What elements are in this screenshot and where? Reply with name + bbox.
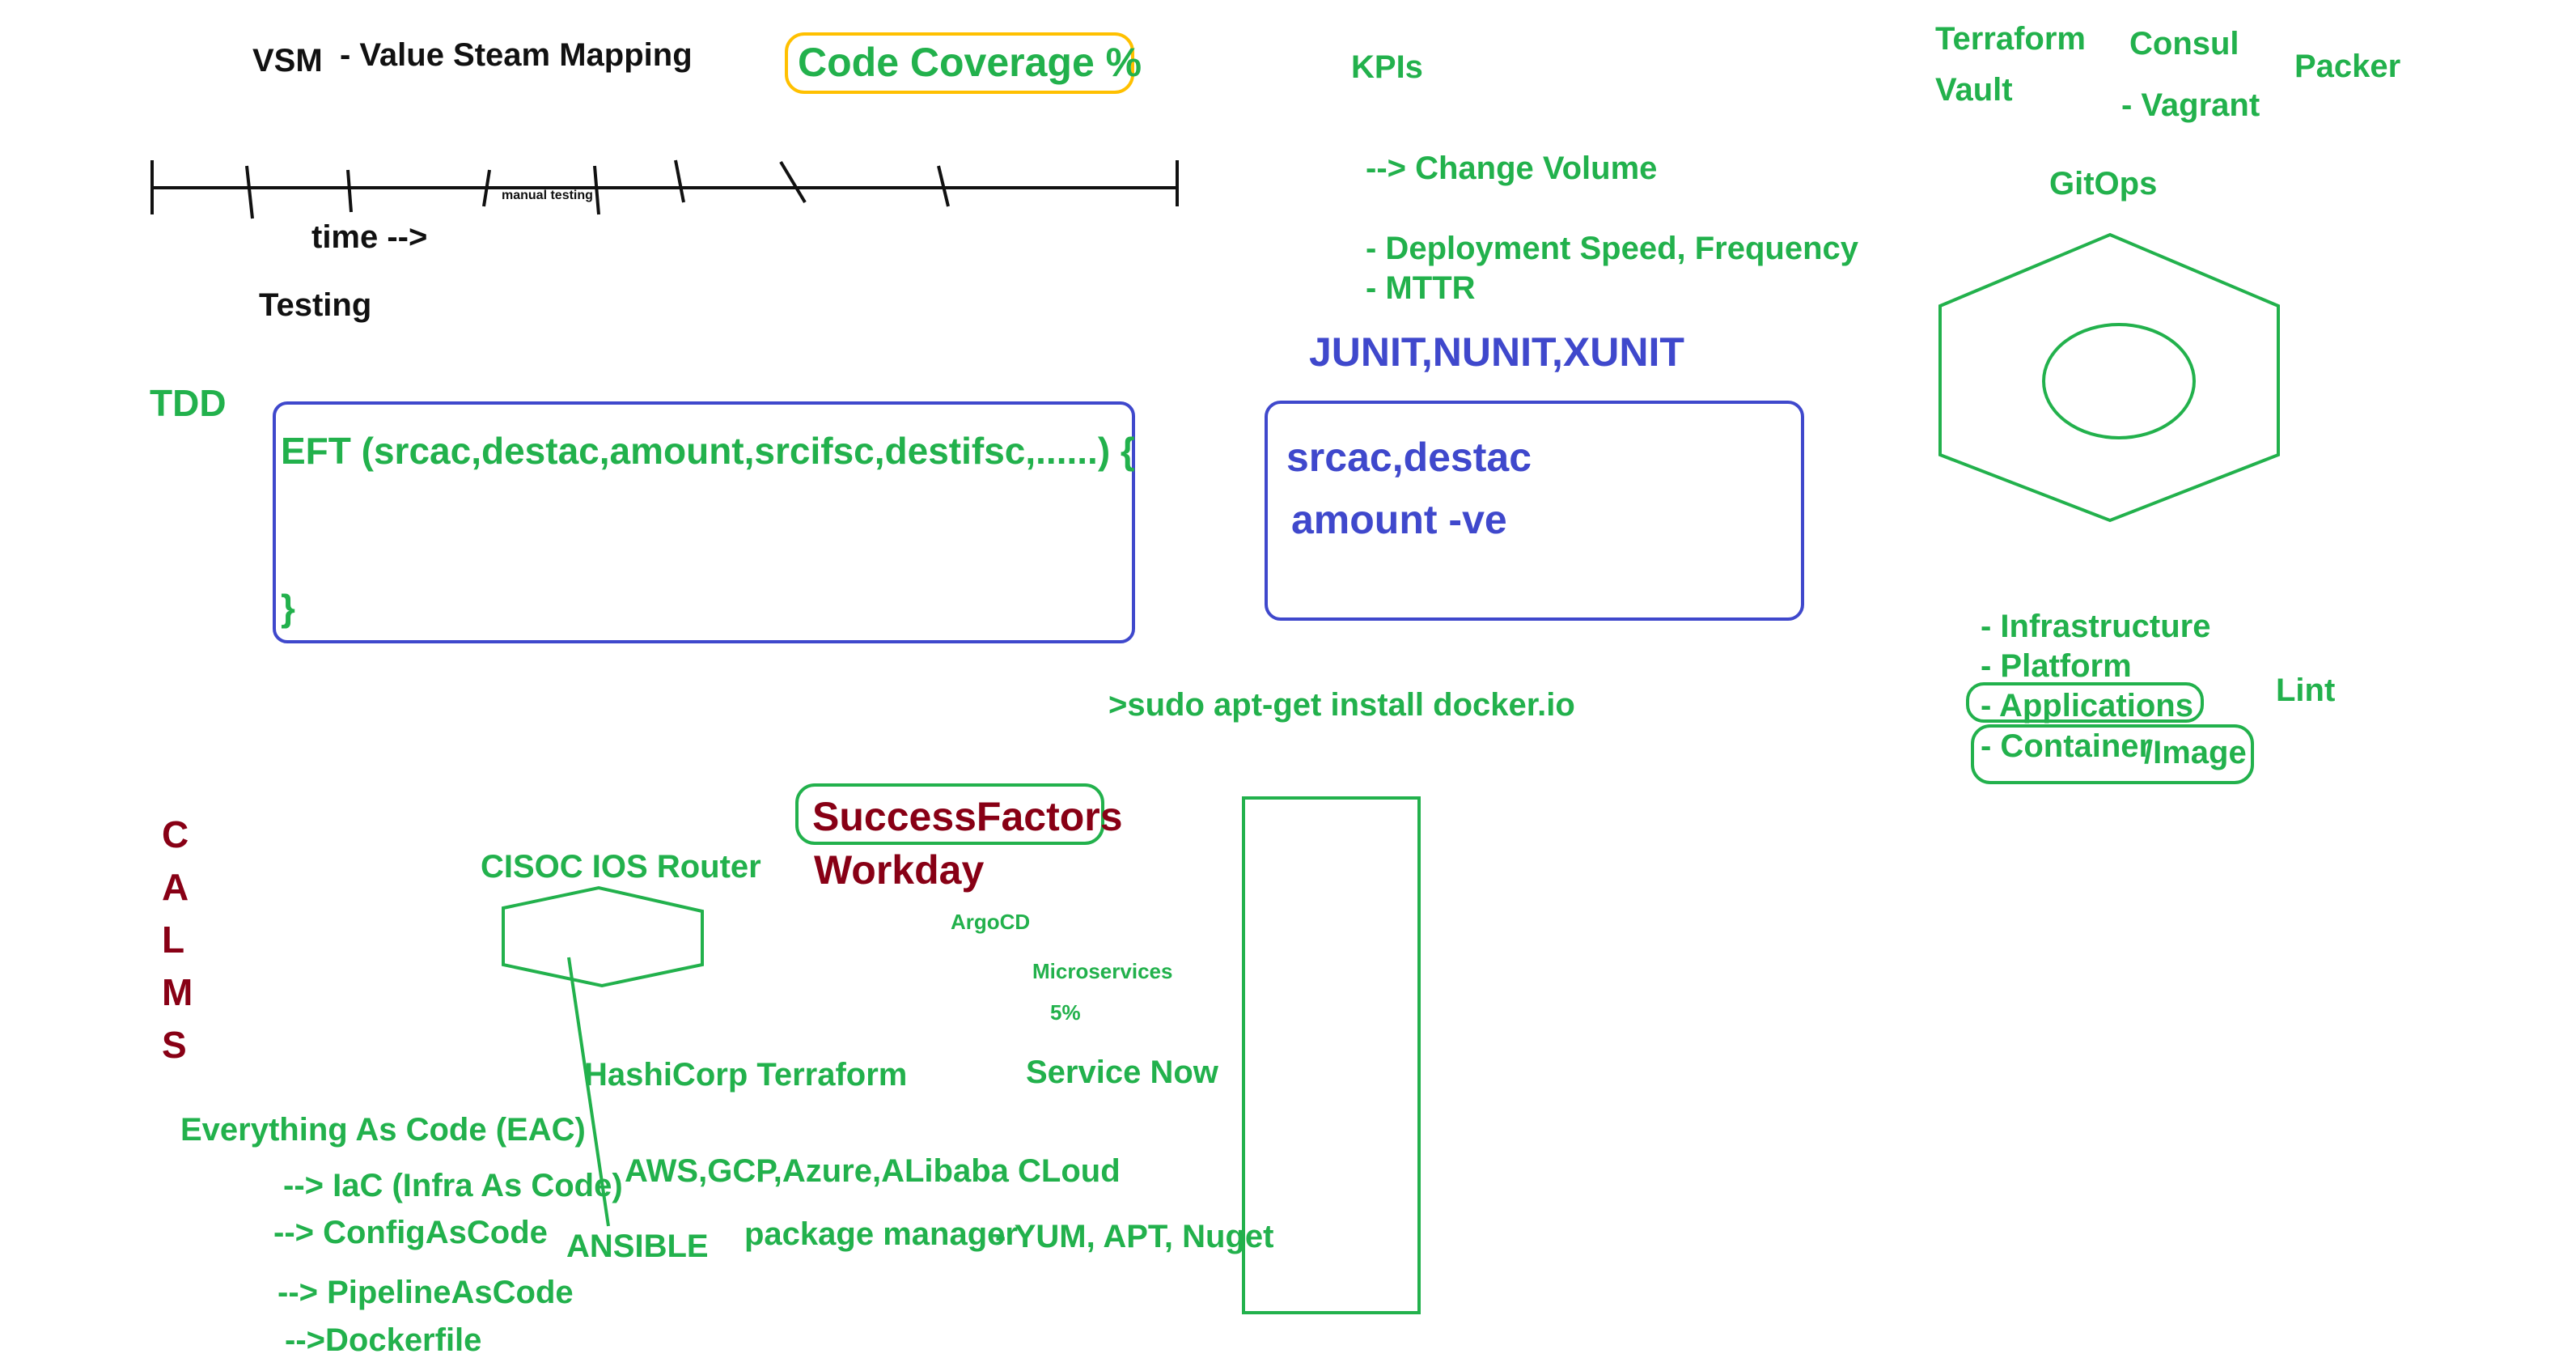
code-coverage-title: Code Coverage % [798,40,1142,85]
microservices-label: Microservices [1032,959,1173,983]
eft-close-brace: } [281,587,295,629]
package-list-label: - YUM, APT, Nuget [995,1219,1274,1254]
unit-test-box [1265,401,1804,621]
lint-label: Lint [2276,673,2336,708]
vagrant-label: - Vagrant [2121,87,2260,123]
five-percent-label: 5% [1050,1000,1081,1025]
code-coverage-outline [785,32,1134,94]
eac-pipeline: --> PipelineAsCode [278,1275,574,1310]
kpis-title: KPIs [1351,49,1423,85]
layer-container: - Container [1981,728,2152,764]
terraform-label: Terraform [1935,21,2086,57]
router-connector-line [567,957,610,1227]
docker-install-command: >sudo apt-get install docker.io [1108,687,1575,723]
eft-signature: EFT (srcac,destac,amount,srcifsc,destifs… [281,430,1135,472]
vsm-description: - Value Steam Mapping [340,37,693,73]
layer-image: /Image [2144,735,2247,770]
calms-c: C [162,813,189,855]
kpi-deployment-speed: - Deployment Speed, Frequency [1366,231,1859,266]
ansible-label: ANSIBLE [566,1229,709,1264]
layer-infrastructure: - Infrastructure [1981,609,2211,644]
consul-label: Consul [2129,26,2239,62]
container-image-outline [1971,724,2254,784]
calms-m: M [162,971,193,1013]
kpi-mttr: - MTTR [1366,270,1476,306]
gitops-label: GitOps [2049,166,2158,202]
vault-label: Vault [1935,72,2013,108]
calms-l: L [162,919,185,961]
vsm-label: VSM [252,43,323,79]
calms-a: A [162,866,189,908]
clouds-label: AWS,GCP,Azure,ALibaba CLoud [625,1153,1121,1189]
timeline-line [150,159,1179,219]
eac-title: Everything As Code (EAC) [180,1112,586,1148]
successfactors-label: SuccessFactors [812,794,1123,839]
packer-label: Packer [2294,49,2401,84]
unit-case-accounts: srcac,destac [1286,435,1532,480]
layer-platform: - Platform [1981,648,2132,684]
eac-iac: --> IaC (Infra As Code) [283,1168,623,1203]
time-label: time --> [311,219,428,255]
router-hexagon [502,885,704,988]
successfactors-outline [795,783,1104,845]
eft-box [273,401,1135,643]
service-now-label: Service Now [1026,1055,1218,1090]
unit-case-amount: amount -ve [1291,497,1507,542]
kpi-change-volume: --> Change Volume [1366,151,1658,186]
workday-label: Workday [814,847,985,893]
unit-frameworks-title: JUNIT,NUNIT,XUNIT [1309,329,1684,375]
layer-applications: - Applications [1981,688,2193,724]
testing-label: Testing [259,287,372,323]
gitops-oval [2042,323,2196,439]
package-manager-label: package manager [744,1216,1018,1252]
gitops-hexagon [1938,232,2280,523]
tall-green-rectangle [1242,796,1421,1314]
applications-outline [1966,682,2204,723]
tdd-label: TDD [150,382,227,424]
cisco-router-label: CISOC IOS Router [481,849,761,885]
argocd-label: ArgoCD [951,910,1031,934]
manual-testing-label: manual testing [502,189,593,202]
eac-config: --> ConfigAsCode [273,1215,548,1250]
calms-s: S [162,1024,187,1066]
hashicorp-terraform-label: HashiCorp Terraform [584,1057,908,1093]
eac-dockerfile: -->Dockerfile [285,1322,482,1358]
